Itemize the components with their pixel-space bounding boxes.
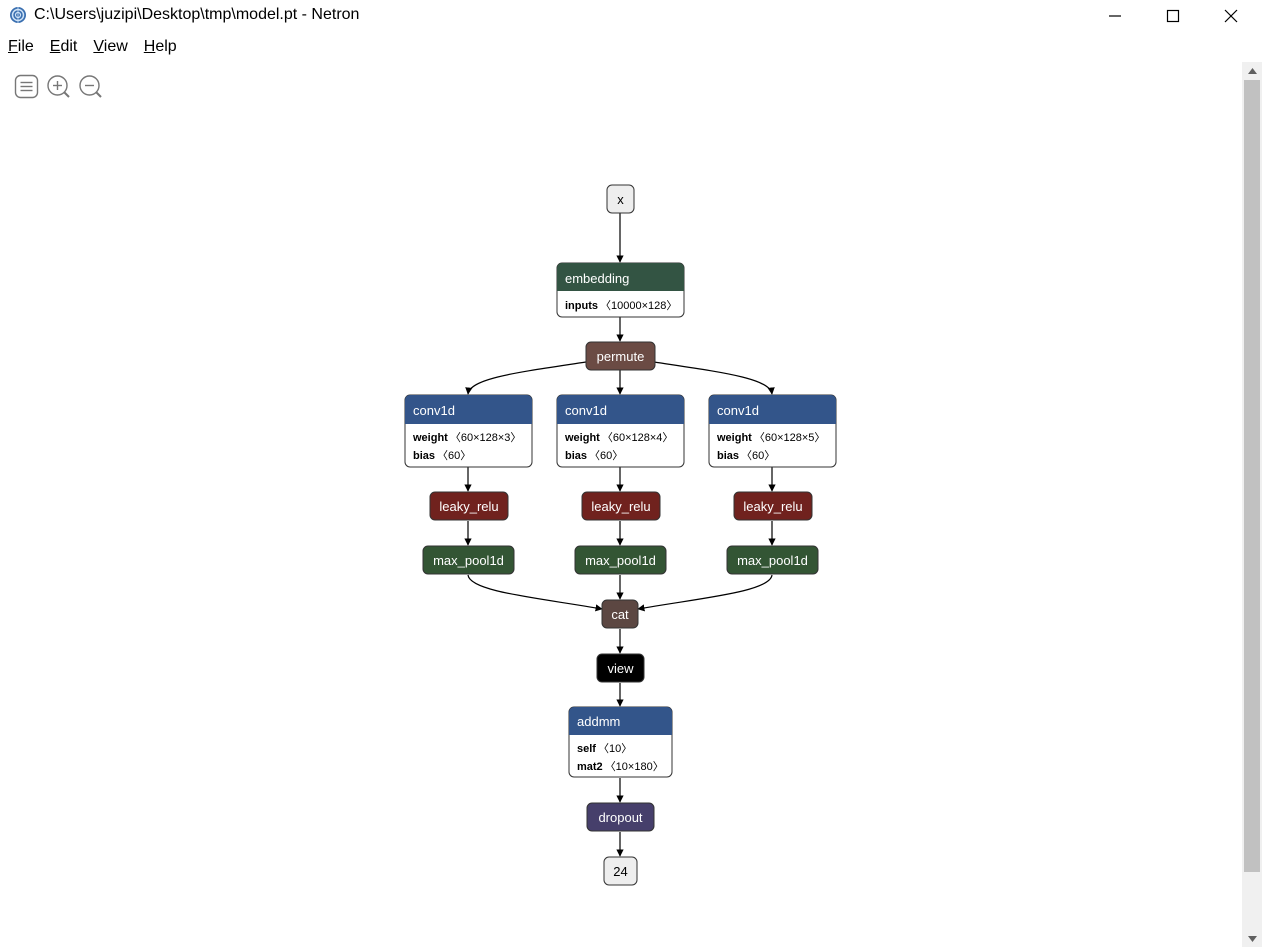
menu-help[interactable]: Help bbox=[143, 38, 177, 55]
conv-header bbox=[557, 395, 684, 424]
menu-edit[interactable]: Edit bbox=[49, 38, 78, 55]
attr-value: 〈60〉 bbox=[741, 449, 775, 462]
chevron-down-icon bbox=[1247, 935, 1257, 942]
svg-text:inputs〈10000×128〉: inputs〈10000×128〉 bbox=[565, 299, 677, 312]
input-label: x bbox=[617, 192, 624, 207]
node-title: max_pool1d bbox=[737, 553, 808, 568]
node-title: max_pool1d bbox=[433, 553, 504, 568]
conv-header bbox=[405, 395, 532, 424]
attr-value: 〈60×128×3〉 bbox=[450, 431, 522, 444]
conv-header bbox=[709, 395, 836, 424]
node-title: dropout bbox=[598, 810, 642, 825]
addmm-header bbox=[569, 707, 672, 735]
graph-canvas[interactable]: x embedding inputs〈10000×128〉 permute co… bbox=[0, 62, 1240, 947]
scrollbar-thumb[interactable] bbox=[1244, 80, 1260, 872]
scroll-up-button[interactable] bbox=[1242, 62, 1262, 79]
node-addmm[interactable]: addmm self〈10〉 mat2〈10×180〉 bbox=[568, 706, 673, 778]
graph-edges bbox=[464, 213, 776, 857]
maximize-button[interactable] bbox=[1144, 0, 1202, 32]
attr-name: self bbox=[577, 743, 596, 755]
node-view[interactable]: view bbox=[596, 653, 645, 683]
node-max-pool1d[interactable]: max_pool1d bbox=[422, 545, 515, 575]
attr-value: 〈60〉 bbox=[437, 449, 471, 462]
node-title: max_pool1d bbox=[585, 553, 656, 568]
edge bbox=[637, 574, 773, 612]
window-title: C:\Users\juzipi\Desktop\tmp\model.pt - N… bbox=[34, 6, 360, 23]
zoom-in-icon[interactable] bbox=[46, 74, 71, 99]
node-cat[interactable]: cat bbox=[601, 599, 639, 629]
attr-name: weight bbox=[412, 432, 448, 444]
graph-input-node[interactable]: x bbox=[606, 184, 635, 214]
node-leaky-relu[interactable]: leaky_relu bbox=[429, 491, 509, 521]
node-title: conv1d bbox=[413, 403, 455, 418]
node-embedding[interactable]: embedding inputs〈10000×128〉 bbox=[556, 262, 685, 318]
attr-name: bias bbox=[717, 450, 739, 462]
attr-name: weight bbox=[716, 432, 752, 444]
svg-text:weight〈60×128×3〉: weight〈60×128×3〉 bbox=[412, 431, 521, 444]
node-title: permute bbox=[597, 349, 645, 364]
svg-text:bias〈60〉: bias〈60〉 bbox=[565, 449, 623, 462]
attr-name: bias bbox=[565, 450, 587, 462]
menu-file[interactable]: File bbox=[8, 38, 34, 55]
vertical-scrollbar[interactable] bbox=[1242, 62, 1262, 947]
attr-name: mat2 bbox=[577, 761, 603, 773]
output-label: 24 bbox=[613, 864, 627, 879]
minimize-icon bbox=[1109, 15, 1121, 17]
node-max-pool1d[interactable]: max_pool1d bbox=[726, 545, 819, 575]
edge bbox=[467, 574, 603, 612]
node-title: view bbox=[607, 661, 634, 676]
edge bbox=[653, 361, 775, 395]
toolbar bbox=[14, 74, 103, 99]
node-title: conv1d bbox=[565, 403, 607, 418]
node-dropout[interactable]: dropout bbox=[586, 802, 655, 832]
netron-app-icon bbox=[10, 7, 26, 23]
node-max-pool1d[interactable]: max_pool1d bbox=[574, 545, 667, 575]
chevron-up-icon bbox=[1247, 67, 1257, 74]
scroll-down-button[interactable] bbox=[1242, 930, 1262, 947]
node-conv1d[interactable]: conv1d weight〈60×128×3〉 bias〈60〉 bbox=[404, 394, 533, 468]
edge bbox=[465, 361, 587, 395]
node-leaky-relu[interactable]: leaky_relu bbox=[733, 491, 813, 521]
minimize-button[interactable] bbox=[1086, 0, 1144, 32]
node-title: addmm bbox=[577, 714, 620, 729]
attr-value: 〈60×128×4〉 bbox=[602, 431, 674, 444]
attr-value: 〈60×128×5〉 bbox=[754, 431, 826, 444]
svg-text:mat2〈10×180〉: mat2〈10×180〉 bbox=[577, 760, 664, 773]
node-title: leaky_relu bbox=[743, 499, 802, 514]
node-title: embedding bbox=[565, 271, 629, 286]
svg-text:bias〈60〉: bias〈60〉 bbox=[717, 449, 775, 462]
node-title: conv1d bbox=[717, 403, 759, 418]
node-leaky-relu[interactable]: leaky_relu bbox=[581, 491, 661, 521]
menu-bar: File Edit View Help bbox=[0, 34, 185, 62]
attr-name: weight bbox=[564, 432, 600, 444]
svg-text:self〈10〉: self〈10〉 bbox=[577, 742, 632, 755]
attr-value: 〈10×180〉 bbox=[605, 760, 664, 773]
node-title: cat bbox=[611, 607, 629, 622]
sidebar-menu-icon[interactable] bbox=[14, 74, 39, 99]
attr-value: 〈10〉 bbox=[598, 742, 632, 755]
zoom-out-icon[interactable] bbox=[78, 74, 103, 99]
attr-name: inputs bbox=[565, 300, 598, 312]
node-conv1d[interactable]: conv1d weight〈60×128×5〉 bias〈60〉 bbox=[708, 394, 837, 468]
node-title: leaky_relu bbox=[439, 499, 498, 514]
attr-value: 〈10000×128〉 bbox=[600, 299, 677, 312]
close-icon bbox=[1224, 9, 1238, 23]
attr-value: 〈60〉 bbox=[589, 449, 623, 462]
graph-output-node[interactable]: 24 bbox=[603, 856, 638, 886]
menu-view[interactable]: View bbox=[93, 38, 128, 55]
close-button[interactable] bbox=[1202, 0, 1260, 32]
svg-text:weight〈60×128×4〉: weight〈60×128×4〉 bbox=[564, 431, 673, 444]
attr-name: bias bbox=[413, 450, 435, 462]
maximize-icon bbox=[1166, 9, 1180, 23]
node-conv1d[interactable]: conv1d weight〈60×128×4〉 bias〈60〉 bbox=[556, 394, 685, 468]
svg-text:bias〈60〉: bias〈60〉 bbox=[413, 449, 471, 462]
title-bar: C:\Users\juzipi\Desktop\tmp\model.pt - N… bbox=[0, 0, 1262, 32]
svg-text:weight〈60×128×5〉: weight〈60×128×5〉 bbox=[716, 431, 825, 444]
embedding-header bbox=[557, 263, 684, 291]
node-title: leaky_relu bbox=[591, 499, 650, 514]
node-permute[interactable]: permute bbox=[585, 341, 656, 371]
